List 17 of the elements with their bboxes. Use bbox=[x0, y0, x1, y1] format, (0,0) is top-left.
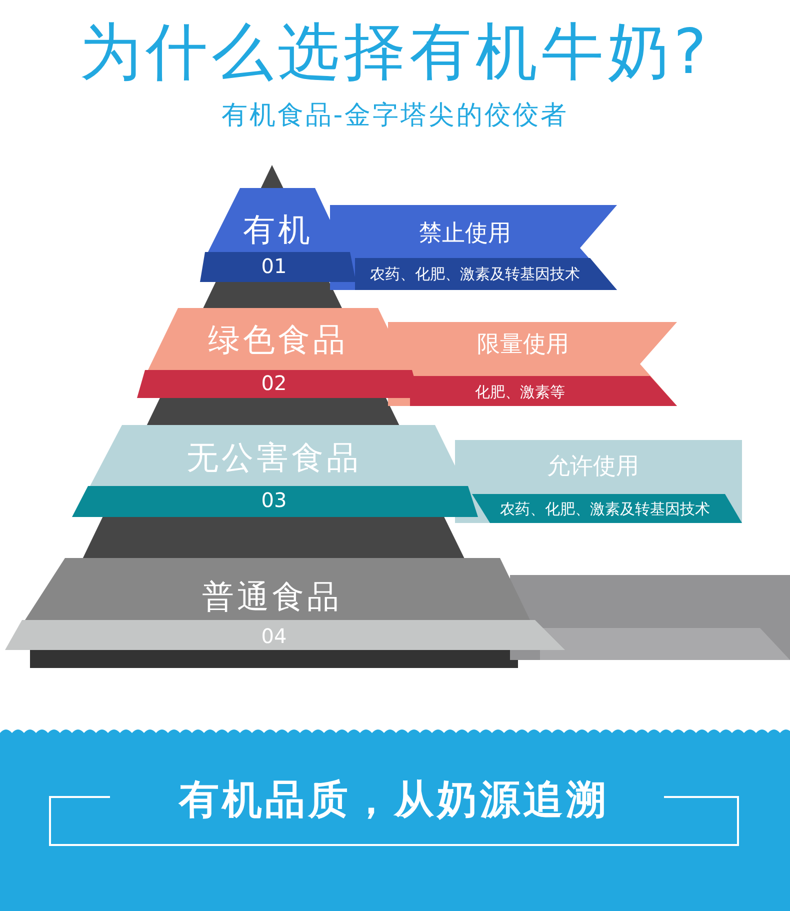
ribbon-text: 农药、化肥、激素及转基因技术 bbox=[500, 500, 710, 518]
tier-label: 无公害食品 bbox=[186, 440, 362, 476]
ribbon-text: 农药、化肥、激素及转基因技术 bbox=[370, 266, 580, 282]
tier-label: 绿色食品 bbox=[208, 322, 348, 358]
banner-text: 有机品质，从奶源追溯 bbox=[179, 778, 609, 822]
tier-number: 04 bbox=[261, 625, 287, 647]
ribbon-text: 化肥、激素等 bbox=[475, 384, 565, 400]
tier-number: 02 bbox=[261, 372, 287, 394]
subtitle: 有机食品-金字塔尖的佼佼者 bbox=[221, 102, 569, 130]
tier-number: 01 bbox=[261, 255, 287, 277]
ribbon-heading: 限量使用 bbox=[477, 332, 569, 358]
tier-number: 03 bbox=[261, 489, 287, 511]
ribbon-heading: 允许使用 bbox=[547, 454, 639, 480]
tier-label: 有机 bbox=[243, 212, 313, 248]
tier-label: 普通食品 bbox=[202, 579, 342, 615]
ribbon-heading: 禁止使用 bbox=[419, 221, 511, 247]
title: 为什么选择有机牛奶? bbox=[80, 18, 710, 86]
